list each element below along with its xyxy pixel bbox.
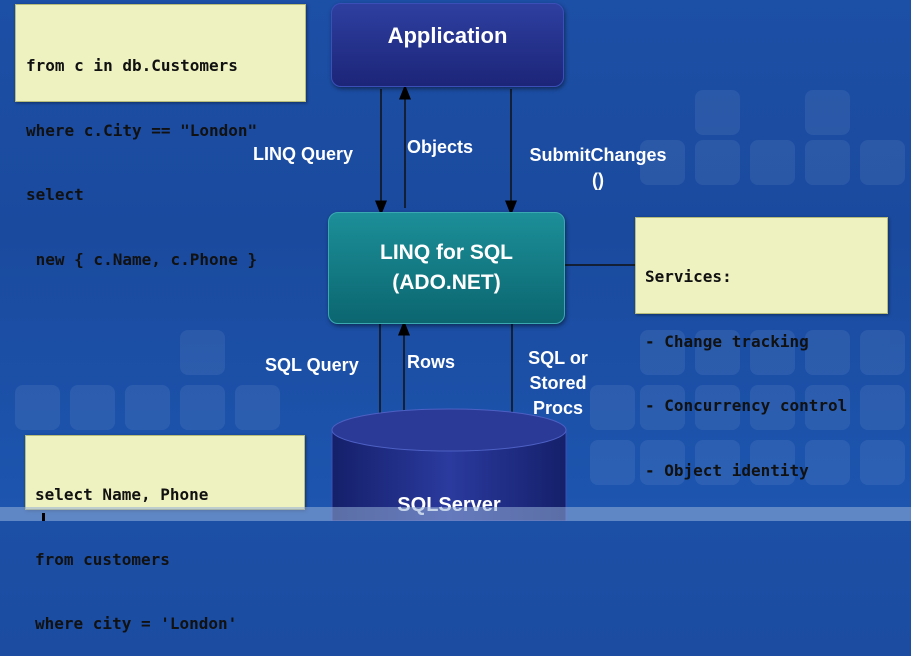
label-objects: Objects: [407, 137, 474, 157]
code-line: new { c.Name, c.Phone }: [26, 249, 258, 269]
application-box: Application: [331, 3, 564, 87]
sql-query-code-box: select Name, Phone from customers where …: [25, 435, 305, 633]
code-line: from c in db.Customers: [26, 56, 238, 75]
label-stored: Stored: [529, 373, 587, 393]
label-sql-query: SQL Query: [265, 355, 359, 375]
services-code-box: Services: - Change tracking - Concurrenc…: [635, 217, 888, 480]
code-line: select: [26, 185, 84, 204]
label-procs: Procs: [532, 398, 584, 418]
code-line: - Object identity: [645, 460, 809, 480]
code-line: - Change tracking: [645, 331, 809, 351]
linq-box-line2: (ADO.NET): [392, 271, 501, 294]
label-sql-or: SQL or: [528, 348, 588, 368]
code-line: from customers: [35, 549, 170, 569]
linq-box-line1: LINQ for SQL: [380, 241, 513, 264]
label-submit-changes-line2: (): [592, 170, 604, 190]
label-linq-query: LINQ Query: [253, 144, 354, 164]
code-line: where city = 'London': [35, 614, 238, 633]
sqlserver-database-icon: [331, 408, 567, 521]
code-line: Services:: [645, 267, 732, 286]
label-submit-changes-line1: SubmitChanges: [529, 145, 667, 165]
label-rows: Rows: [407, 352, 456, 372]
linq-query-code-box: from c in db.Customers where c.City == "…: [15, 4, 306, 269]
corner-mark: [42, 513, 45, 521]
linq-for-sql-box: LINQ for SQL (ADO.NET): [328, 212, 565, 324]
bottom-strip: [0, 507, 911, 521]
code-line: select Name, Phone: [35, 485, 209, 504]
label-sql-or-stored-procs: SQL or Stored Procs: [518, 346, 598, 421]
label-submit-changes: SubmitChanges (): [518, 143, 678, 193]
application-label: Application: [387, 23, 508, 48]
code-line: - Concurrency control: [645, 396, 848, 415]
background-tile-pattern: [0, 0, 911, 521]
code-line: where c.City == "London": [26, 120, 258, 140]
